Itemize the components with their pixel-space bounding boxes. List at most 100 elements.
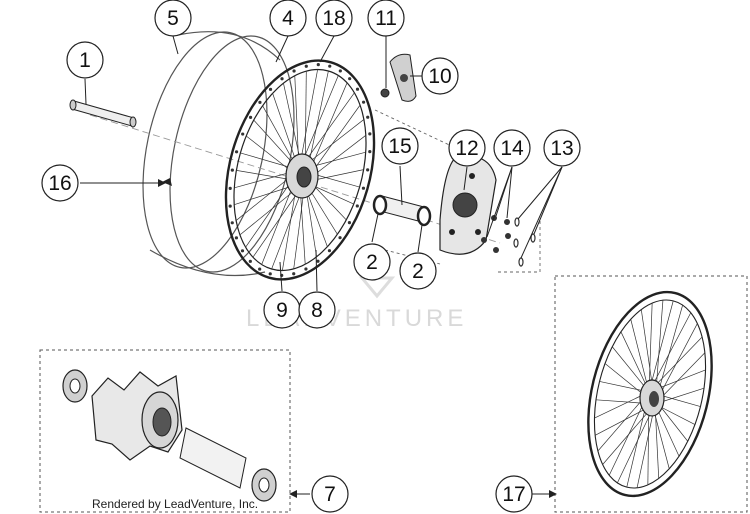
spoke-nipple	[316, 259, 320, 263]
spoke-nipple	[347, 221, 352, 225]
callout-4[interactable]: 4	[269, 0, 307, 37]
spoke-nipple	[355, 87, 360, 91]
spoke	[612, 346, 650, 393]
spoke-nipple	[228, 186, 232, 191]
grouping-lines	[374, 109, 541, 273]
callout-7[interactable]: 7	[311, 475, 349, 513]
callout-label: 11	[375, 7, 397, 30]
valve-stem[interactable]	[162, 178, 172, 186]
spoke	[298, 69, 318, 171]
spoke	[654, 403, 660, 479]
spoke-nipple	[268, 87, 273, 91]
complete-wheel-box	[554, 275, 748, 513]
callout-label: 13	[550, 137, 573, 160]
hub-center	[296, 166, 312, 188]
callout-label: 15	[388, 135, 411, 158]
spoke	[648, 300, 674, 393]
spoke-nipple	[338, 236, 342, 240]
spoke-nipple	[368, 149, 372, 154]
spoke-nipple	[268, 272, 272, 276]
tire[interactable]	[123, 21, 313, 284]
spoke	[648, 303, 653, 393]
callout-label: 7	[324, 483, 336, 506]
spoke	[617, 403, 656, 484]
callout-label: 4	[282, 7, 294, 30]
spoke-nipple	[248, 115, 253, 119]
callout-label: 2	[366, 251, 378, 274]
spoke-nipple	[368, 132, 372, 136]
bearing-left[interactable]	[372, 194, 388, 216]
spoke-nipple	[230, 221, 234, 225]
rotor-nuts[interactable]	[513, 217, 536, 267]
callout-label: 14	[500, 137, 524, 160]
complete-wheel[interactable]	[569, 279, 732, 509]
rendered-by-footer: Rendered by LeadVenture, Inc.	[92, 497, 258, 511]
callout-17[interactable]: 17	[495, 475, 533, 513]
spoke-nipple	[327, 249, 332, 253]
spoke-nipple	[234, 236, 239, 240]
brake-rotor[interactable]	[439, 155, 497, 255]
spoke	[636, 403, 656, 488]
rim-lock-nut[interactable]	[380, 88, 390, 98]
callout-5[interactable]: 5	[154, 0, 192, 37]
spoke-nipple	[230, 168, 234, 172]
rotor-bolts[interactable]	[481, 215, 511, 253]
spoke-nipple	[328, 64, 332, 68]
callout-11[interactable]: 11	[367, 0, 405, 37]
callout-9[interactable]: 9	[263, 291, 301, 329]
callout-label: 2	[412, 260, 424, 283]
callout-2b[interactable]: 2	[399, 252, 437, 290]
spoke-nipple	[338, 69, 342, 73]
callout-2a[interactable]: 2	[353, 243, 391, 281]
hub-detail[interactable]	[62, 369, 277, 502]
callout-8[interactable]: 8	[298, 291, 336, 329]
callout-label: 18	[322, 7, 345, 30]
callout-16[interactable]: 16	[41, 164, 79, 202]
callout-label: 16	[48, 172, 71, 195]
spoke-nipple	[280, 77, 284, 81]
axle[interactable]	[69, 99, 137, 128]
spoke-nipple	[241, 132, 245, 136]
callout-12[interactable]: 12	[448, 129, 486, 167]
spoke-nipple	[304, 64, 308, 68]
spoke-nipple	[361, 100, 366, 104]
callout-label: 17	[502, 483, 525, 506]
main-wheel[interactable]	[202, 43, 398, 297]
spoke-nipple	[355, 204, 359, 208]
spoke	[630, 319, 650, 393]
spoke-nipple	[292, 272, 296, 276]
callout-13[interactable]: 13	[543, 129, 581, 167]
spoke-nipples[interactable]	[228, 63, 372, 277]
hub-detail-box	[39, 349, 291, 513]
callout-1[interactable]: 1	[66, 41, 104, 79]
spoke-nipple	[304, 267, 308, 271]
callout-15[interactable]: 15	[381, 127, 419, 165]
callout-label: 5	[167, 7, 179, 30]
spoke-nipple	[292, 69, 296, 73]
callout-label: 9	[276, 299, 288, 322]
spoke-nipple	[248, 259, 252, 263]
spoke-nipple	[258, 100, 262, 104]
callout-18[interactable]: 18	[315, 0, 353, 37]
spoke-nipple	[240, 249, 245, 253]
spoke-nipple	[366, 115, 370, 119]
spoke-nipple	[228, 204, 232, 208]
bearing-right[interactable]	[416, 205, 432, 227]
leader-lines	[80, 35, 563, 498]
callout-14[interactable]: 14	[493, 129, 531, 167]
callout-label: 10	[428, 65, 451, 88]
callout-label: 12	[455, 137, 478, 160]
rim-lock[interactable]	[389, 53, 417, 102]
detail-spacer[interactable]	[179, 427, 247, 489]
spoke-nipple	[348, 77, 352, 81]
callout-label: 1	[79, 49, 91, 72]
spoke-nipple	[361, 186, 366, 190]
watermark-logo-icon	[358, 276, 396, 299]
callout-10[interactable]: 10	[421, 57, 459, 95]
spoke-nipple	[366, 168, 370, 172]
spoke	[648, 312, 692, 393]
spoke-nipple	[258, 267, 262, 271]
rim-outer[interactable]	[202, 43, 398, 297]
